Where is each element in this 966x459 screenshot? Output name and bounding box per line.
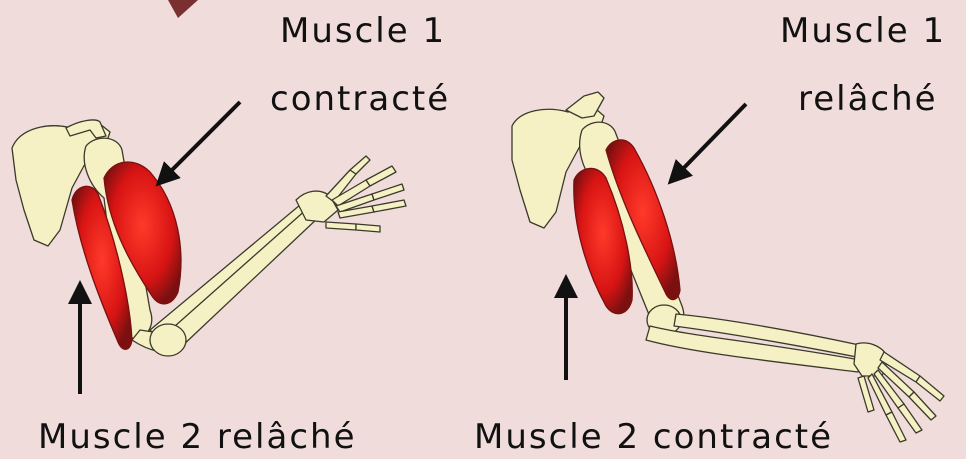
right-arm [512, 92, 944, 442]
corner-mark [168, 0, 198, 18]
left-muscle-1-label-line1: Muscle 1 [280, 14, 446, 48]
left-muscle-2-label: Muscle 2 relâché [38, 420, 357, 454]
left-muscle-1-label-line2: contracté [270, 82, 450, 116]
left-elbow [150, 324, 186, 356]
left-arrow-muscle-1 [164, 102, 240, 178]
left-arm [12, 120, 406, 356]
left-fingers [326, 156, 406, 232]
right-arrow-muscle-1 [676, 104, 746, 176]
right-muscle-2-label: Muscle 2 contracté [474, 420, 833, 454]
right-muscle-1-label-line1: Muscle 1 [780, 14, 946, 48]
right-muscle-1-label-line2: relâché [798, 82, 938, 116]
